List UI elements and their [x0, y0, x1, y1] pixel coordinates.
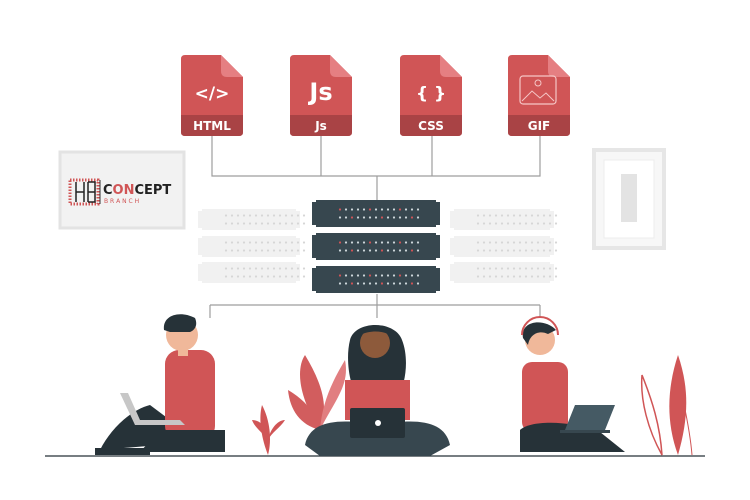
code-tag-icon: </> — [195, 84, 230, 104]
svg-text:Js: Js — [307, 78, 332, 106]
svg-text:{ }: { } — [416, 84, 446, 104]
faded-server-left — [198, 236, 306, 257]
plant-right — [640, 355, 693, 456]
faded-servers — [198, 209, 558, 283]
svg-text:</>: </> — [195, 84, 230, 104]
faded-server-right — [450, 236, 558, 257]
logo-mark — [68, 178, 101, 206]
image-icon — [519, 75, 557, 105]
server-unit — [312, 233, 440, 260]
person-center — [305, 325, 450, 456]
logo-sub: B R A N C H — [104, 198, 139, 205]
file-gif: GIF — [508, 55, 570, 136]
braces-icon: { } — [416, 84, 446, 104]
js-icon: Js — [307, 78, 332, 106]
faded-server-left — [198, 209, 306, 230]
logo-frame: CONCEPT B R A N C H — [58, 150, 186, 230]
server-unit — [312, 200, 440, 227]
person-left — [95, 314, 225, 455]
server-stack — [312, 200, 440, 293]
faded-server-right — [450, 209, 558, 230]
file-label: HTML — [193, 119, 231, 133]
picture-frame — [592, 148, 666, 250]
plant-center — [288, 355, 346, 430]
faded-server-right — [450, 262, 558, 283]
connector-lines — [209, 136, 541, 318]
person-right — [520, 316, 625, 452]
file-label: Js — [314, 119, 327, 133]
file-label: CSS — [418, 119, 444, 133]
file-css: { } CSS — [400, 55, 462, 136]
logo-name: CONCEPT — [103, 183, 171, 198]
plant-left — [252, 405, 285, 455]
faded-server-left — [198, 262, 306, 283]
server-unit — [312, 266, 440, 293]
file-html: </> HTML — [181, 55, 243, 136]
file-label: GIF — [528, 119, 551, 133]
